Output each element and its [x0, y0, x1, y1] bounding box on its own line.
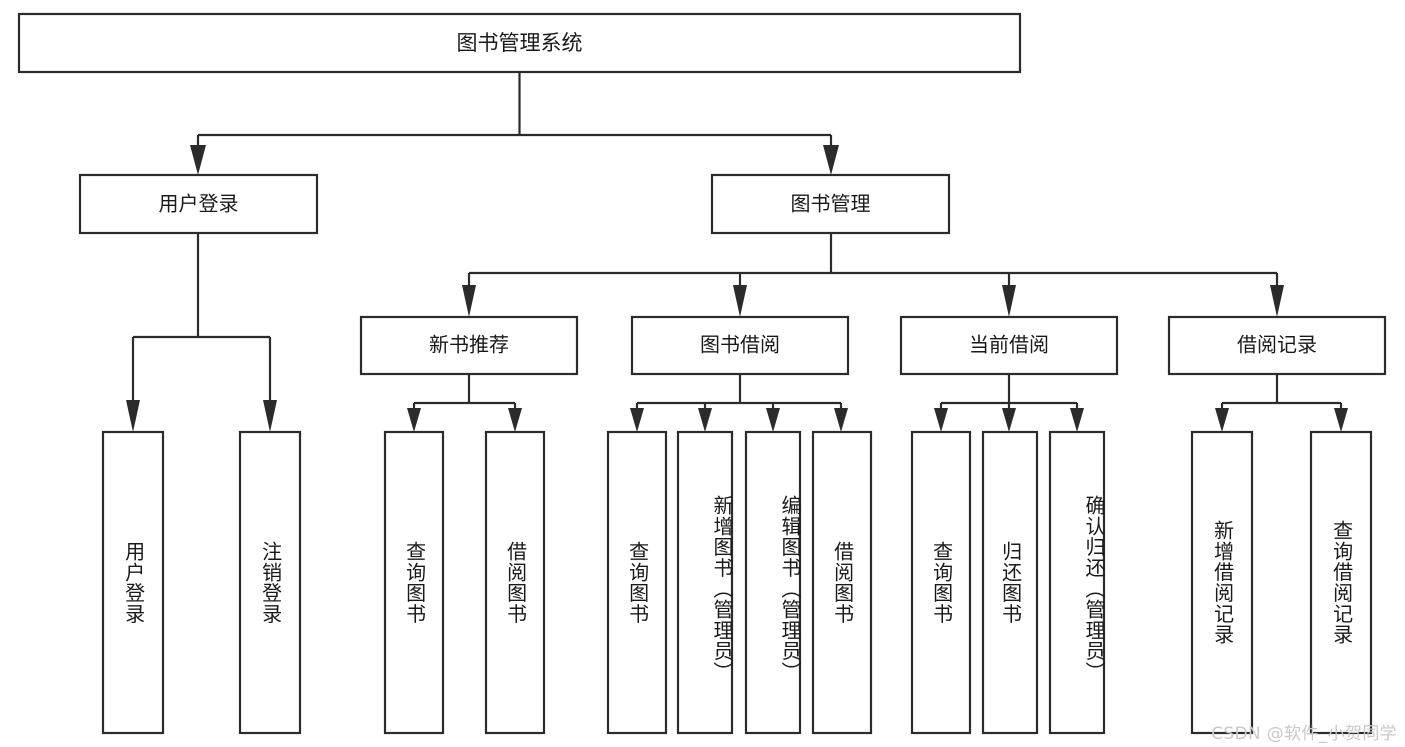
arrowhead-userlogin: [190, 145, 206, 175]
leaf-box-book-borrow-3[interactable]: [744, 430, 802, 735]
leaf-box-current-borrow-1[interactable]: [910, 430, 972, 735]
leaf-box-book-borrow-1[interactable]: [606, 430, 668, 735]
arrowhead-currentborrow-leaf-2: [1002, 408, 1016, 432]
arrowhead-level2-1: [462, 285, 476, 317]
arrowhead-level2-3: [1002, 285, 1016, 317]
node-root-box[interactable]: [17, 12, 1022, 74]
node-book-management-box[interactable]: [710, 173, 951, 235]
arrowhead-borrowrecord-leaf-2: [1334, 408, 1348, 432]
arrowhead-borrowrecord-leaf-1: [1215, 408, 1229, 432]
arrowhead-currentborrow-leaf-3: [1070, 408, 1084, 432]
leaf-box-borrow-record-1[interactable]: [1190, 430, 1254, 735]
connector-group-currentborrow: [934, 374, 1084, 432]
node-borrow-record-box[interactable]: [1167, 315, 1387, 376]
node-root[interactable]: 图书管理系统: [17, 12, 1022, 74]
leaf-box-user-login-2[interactable]: [238, 430, 302, 735]
arrowhead-newbook-leaf-1: [407, 408, 421, 432]
node-borrow-record-label: 借阅记录: [1237, 333, 1317, 357]
node-book-borrow[interactable]: 图书借阅: [630, 315, 850, 376]
node-book-borrow-box[interactable]: [630, 315, 850, 376]
leaf-box-new-book-1[interactable]: [383, 430, 445, 735]
node-borrow-record[interactable]: 借阅记录: [1167, 315, 1387, 376]
leaf-box-new-book-2[interactable]: [484, 430, 546, 735]
leaf-box-user-login-1[interactable]: [101, 430, 165, 735]
arrowhead-bookmgmt: [823, 145, 839, 175]
connector-group-borrowrecord: [1215, 374, 1348, 432]
connector-group-userlogin: [126, 233, 277, 432]
arrowhead-level2-2: [733, 285, 747, 317]
leaf-box-borrow-record-2[interactable]: [1309, 430, 1373, 735]
connector-group-bookborrow: [630, 374, 848, 432]
connector-group-bookmgmt: [462, 233, 1284, 317]
leaf-box-book-borrow-2[interactable]: [676, 430, 734, 735]
node-new-book-recommend-box[interactable]: [359, 315, 579, 376]
arrowhead-bookborrow-leaf-2: [698, 408, 712, 432]
leaf-box-current-borrow-3[interactable]: [1048, 430, 1106, 735]
node-book-borrow-label: 图书借阅: [700, 333, 780, 357]
node-current-borrow[interactable]: 当前借阅: [899, 315, 1119, 376]
node-new-book-recommend[interactable]: 新书推荐: [359, 315, 579, 376]
connector-group-newbook: [407, 374, 522, 432]
node-current-borrow-box[interactable]: [899, 315, 1119, 376]
arrowhead-userlogin-leaf-1: [126, 400, 140, 432]
connector-group-root: [190, 72, 839, 175]
arrowhead-newbook-leaf-2: [508, 408, 522, 432]
arrowhead-userlogin-leaf-2: [263, 400, 277, 432]
node-book-management[interactable]: 图书管理: [710, 173, 951, 235]
node-new-book-recommend-label: 新书推荐: [429, 333, 509, 357]
node-root-label: 图书管理系统: [457, 31, 583, 55]
node-book-management-label: 图书管理: [791, 192, 871, 216]
arrowhead-bookborrow-leaf-4: [834, 408, 848, 432]
arrowhead-bookborrow-leaf-3: [766, 408, 780, 432]
node-user-login[interactable]: 用户登录: [78, 173, 319, 235]
leaf-box-current-borrow-2[interactable]: [981, 430, 1039, 735]
node-user-login-label: 用户登录: [159, 192, 239, 216]
node-current-borrow-label: 当前借阅: [969, 333, 1049, 357]
node-user-login-box[interactable]: [78, 173, 319, 235]
leaf-box-book-borrow-4[interactable]: [811, 430, 873, 735]
arrowhead-currentborrow-leaf-1: [934, 408, 948, 432]
arrowhead-level2-4: [1270, 285, 1284, 317]
arrowhead-bookborrow-leaf-1: [630, 408, 644, 432]
csdn-watermark: CSDN @软件_小贺同学: [1211, 724, 1397, 744]
